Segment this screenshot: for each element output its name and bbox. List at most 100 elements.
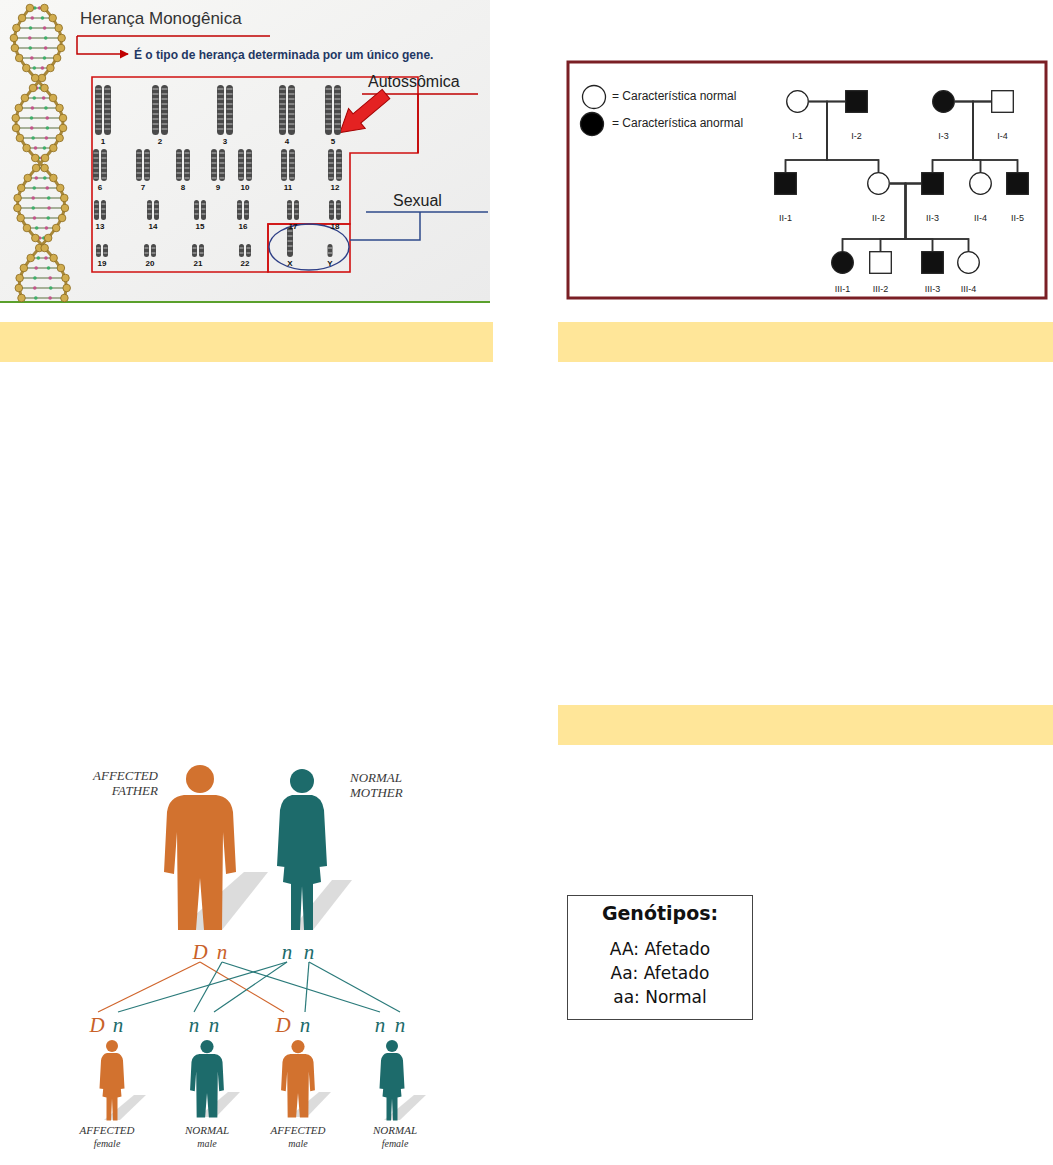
chromosome-band (288, 204, 292, 205)
helix-bead (56, 184, 64, 192)
chromosome (288, 85, 295, 135)
chromosome-band (212, 153, 217, 154)
helix-rung (16, 127, 63, 128)
male-symbol: I-2 (845, 90, 868, 113)
chromosome-band (218, 99, 224, 100)
chromosome-band (289, 129, 295, 130)
daughter-figure (100, 1040, 125, 1121)
helix-base (31, 196, 35, 200)
chromosome-band (337, 178, 342, 179)
legend-text: = Característica normal (612, 89, 736, 103)
helix-base (48, 276, 52, 280)
chromosome-band (238, 209, 242, 210)
chromosome-band (218, 124, 224, 125)
chromosome-band (247, 178, 252, 179)
chromosome-band (280, 119, 286, 120)
chromosome-band (289, 119, 295, 120)
allele-line (305, 962, 309, 1012)
chromosome-band (218, 94, 224, 95)
chromosome-band (295, 209, 299, 210)
chromosome-band (227, 119, 233, 120)
chromosome-band (295, 204, 299, 205)
allele-letter: n (209, 1013, 220, 1038)
helix-base (28, 36, 32, 40)
chromosome (336, 149, 342, 181)
son-figure (281, 1040, 315, 1118)
helix-bead (31, 74, 39, 82)
individual-label: I-3 (938, 131, 949, 141)
chromosome (192, 244, 197, 257)
helix-base (33, 66, 37, 70)
helix-base (34, 266, 38, 270)
chromosome (136, 149, 142, 181)
helix-base (31, 136, 35, 140)
chromosome-band (227, 124, 233, 125)
chromosome (325, 85, 332, 135)
chromosome-band (145, 168, 150, 169)
allele-letter: n (304, 940, 315, 965)
chromosome-band (247, 153, 252, 154)
chromosome (219, 149, 225, 181)
father-figure (164, 765, 236, 930)
helix-bead (47, 64, 55, 72)
chromosome-band (247, 253, 251, 254)
chromosome-band (335, 109, 341, 110)
chromosome-band (240, 248, 244, 249)
male-symbol: II-3 (921, 172, 944, 195)
helix-bead (32, 234, 40, 242)
female-shape (868, 173, 890, 195)
chromosome-band (200, 248, 204, 249)
chromosome-band (330, 209, 334, 210)
helix-bead (55, 24, 63, 32)
chromosome-band (105, 119, 111, 120)
chromosome-band (220, 178, 225, 179)
chromosome-band (329, 173, 334, 174)
chromosome-band (288, 246, 293, 247)
helix-bead (41, 154, 49, 162)
chromosome-band (162, 119, 168, 120)
chromosome-number: 14 (149, 222, 158, 231)
helix-bead (50, 254, 58, 262)
helix-bead (50, 174, 58, 182)
symbol-outline (869, 251, 892, 274)
son-figure (190, 1040, 224, 1118)
chromosome-band (337, 204, 341, 205)
chromosome-band (105, 99, 111, 100)
chromosome-band (153, 89, 159, 90)
chromosome-band (105, 109, 111, 110)
helix-base (29, 26, 33, 30)
autosome-bracket (92, 77, 418, 272)
chromosome-band (195, 204, 199, 205)
pedigree-line (955, 102, 1018, 173)
helix-bead (14, 194, 22, 202)
female-shape (970, 173, 992, 195)
chromosome-band (185, 153, 190, 154)
helix-base (47, 196, 51, 200)
chromosome-band (330, 214, 334, 215)
helix-bead (50, 144, 58, 152)
helix-rung (16, 117, 63, 118)
daughter-figure (380, 1040, 405, 1121)
chromosome (246, 244, 251, 257)
chromosome-band (335, 99, 341, 100)
chromosome-band (212, 173, 217, 174)
individual-label: I-2 (851, 131, 862, 141)
pedigree-line (890, 184, 933, 252)
chromosome (289, 149, 295, 181)
individual-label: III-1 (835, 284, 851, 294)
allele-letter: D (275, 1013, 290, 1038)
chromosome-band (177, 173, 182, 174)
chromosome-band (212, 163, 217, 164)
male-shape (1007, 173, 1029, 195)
leader-line (350, 212, 420, 240)
chromosome-band (104, 248, 108, 249)
parent-caption: NORMAL MOTHER (350, 770, 434, 800)
chromosome-band (218, 114, 224, 115)
pedigree-line (809, 102, 879, 173)
chromosome-band (335, 114, 341, 115)
chromosome-band (289, 99, 295, 100)
chromosome-band (326, 104, 332, 105)
chromosome (94, 200, 99, 220)
chromosome-band (289, 89, 295, 90)
chromosome-band (280, 124, 286, 125)
